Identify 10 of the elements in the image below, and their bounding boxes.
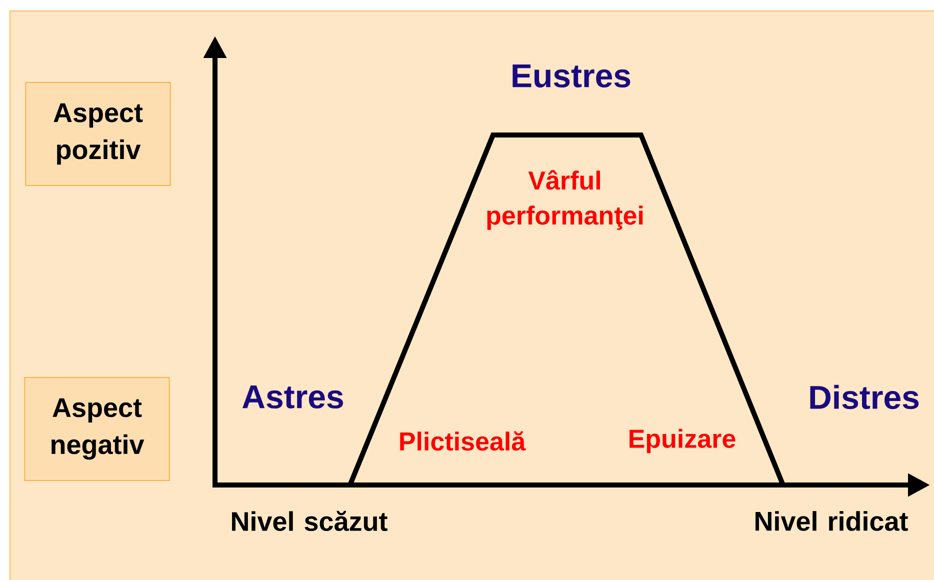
curve-label: Astres xyxy=(242,385,343,409)
curve-label: Eustres xyxy=(512,64,630,88)
aspect-box: Aspect pozitiv xyxy=(25,82,171,186)
curve-label: Nivel ridicat xyxy=(756,511,908,531)
aspect-box: Aspect negativ xyxy=(24,377,170,481)
curve-label: Vârful performanţei xyxy=(487,170,643,230)
curve-label: Epuizare xyxy=(630,428,736,454)
curve-label: Nivel scăzut xyxy=(232,510,388,532)
curve-label: Distres xyxy=(810,384,919,410)
curve-label: Plictiseală xyxy=(400,431,526,451)
